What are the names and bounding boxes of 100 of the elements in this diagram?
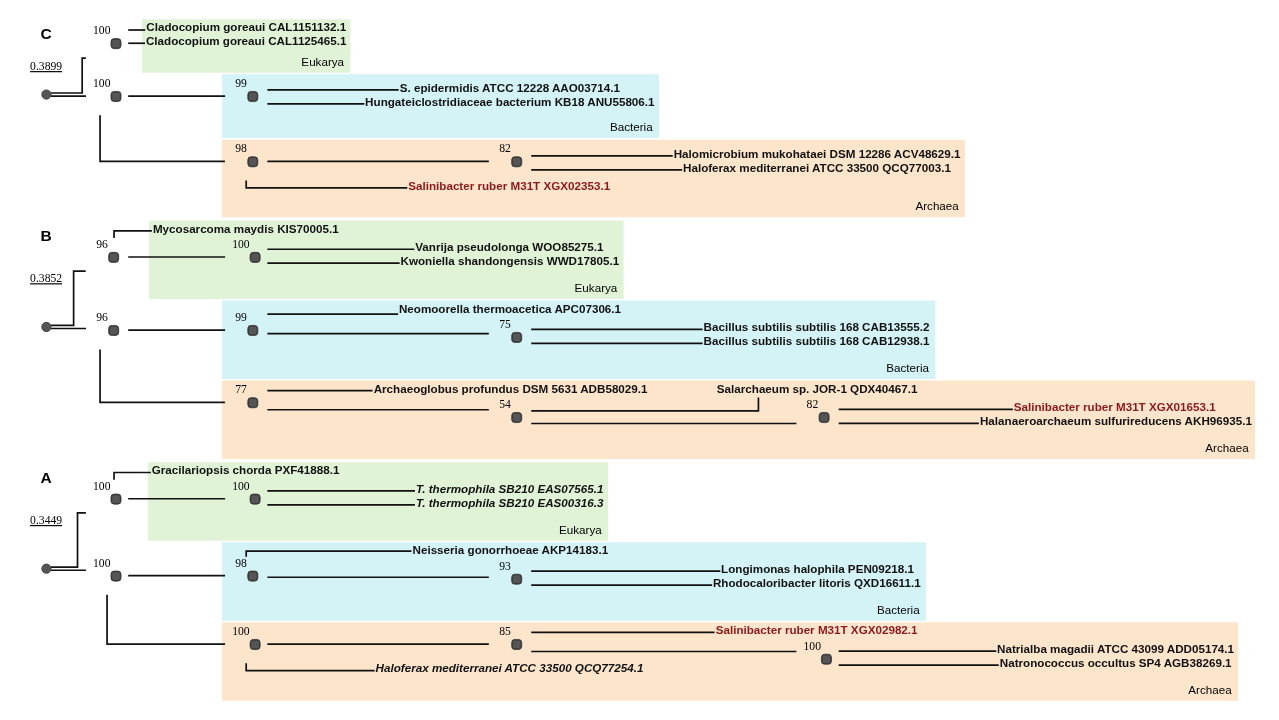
node-label: 96 xyxy=(96,311,108,325)
connector xyxy=(99,348,226,404)
node-text: Mycosarcoma maydis KIS70005.1 xyxy=(152,221,339,235)
connector xyxy=(530,342,704,345)
node-text: Hungateiclostridiaceae bacterium KB18 ANU55806.1 xyxy=(365,94,655,108)
node-label: 82 xyxy=(499,142,511,156)
connector xyxy=(266,504,416,506)
label: B xyxy=(40,227,52,245)
node-label: 98 xyxy=(235,556,247,570)
node-label: 100 xyxy=(803,639,821,653)
node-circle xyxy=(41,321,52,332)
node-label: 100 xyxy=(232,625,250,639)
node-label: 75 xyxy=(499,318,511,332)
node-text: S. epidermidis ATCC 12228 AAO03714.1 xyxy=(399,80,620,94)
node-text: T. thermophila SB210 EAS00316.3 xyxy=(416,495,604,509)
connector xyxy=(127,29,147,31)
connector xyxy=(127,256,226,258)
connector xyxy=(127,42,146,45)
node-label: 100 xyxy=(93,556,111,570)
node-text: Vanrija pseudolonga WOO85275.1 xyxy=(415,240,604,254)
node-text: Gracilariopsis chorda PXF41888.1 xyxy=(151,463,340,477)
connector xyxy=(266,160,490,163)
node-text: Rhodocaloribacter litoris QXD16611.1 xyxy=(712,575,921,589)
node-label: 93 xyxy=(499,559,511,573)
connector xyxy=(266,313,399,315)
node-text: T. thermophila SB210 EAS07565.1 xyxy=(416,481,604,495)
node-label: 99 xyxy=(235,77,247,91)
connector xyxy=(266,576,490,579)
connector xyxy=(530,570,722,572)
node-circle xyxy=(41,563,52,574)
connector xyxy=(530,328,704,331)
label: 0.3852 xyxy=(30,272,63,286)
connector xyxy=(127,574,226,577)
connector xyxy=(837,422,980,425)
connector xyxy=(266,490,416,492)
node-circle xyxy=(41,89,52,100)
node-text: Neisseria gonorrhoeae AKP14183.1 xyxy=(412,543,609,557)
connector xyxy=(50,57,87,94)
label: 0.3899 xyxy=(30,60,63,74)
node-label: 100 xyxy=(93,479,111,493)
connector xyxy=(530,396,760,412)
node-label: 96 xyxy=(96,238,108,252)
connector xyxy=(266,262,401,265)
connector xyxy=(530,650,798,653)
connector xyxy=(530,631,716,634)
label: C xyxy=(40,24,52,42)
connector xyxy=(530,169,683,171)
node-text: Halanaeroarchaeum sulfurireducens AKH96935.1 xyxy=(979,414,1252,428)
node-label: 85 xyxy=(499,625,511,639)
node-text: Longimonas halophila PEN09218.1 xyxy=(721,561,914,575)
node-label: 77 xyxy=(235,383,247,397)
node-label: 100 xyxy=(232,238,250,252)
node-text: Neomoorella thermoacetica APC07306.1 xyxy=(398,301,622,315)
connector xyxy=(113,229,153,239)
connector xyxy=(530,422,798,425)
connector xyxy=(266,408,490,411)
node-text: Salinibacter ruber M31T XGX01653.1 xyxy=(1013,400,1216,414)
connector xyxy=(99,114,226,163)
node-text: Halomicrobium mukohataei DSM 12286 ACV48629.1 xyxy=(673,146,961,160)
node-label: 99 xyxy=(235,311,247,325)
connector xyxy=(127,95,226,97)
label: A xyxy=(40,469,52,487)
node-text: Salinibacter ruber M31T XGX02982.1 xyxy=(715,623,918,637)
node-text: Salarchaeum sp. JOR-1 QDX40467.1 xyxy=(716,381,918,395)
node-text: Haloferax mediterranei ATCC 33500 QCQ77003.1 xyxy=(683,160,951,174)
connector xyxy=(837,650,998,652)
node-label: 82 xyxy=(806,398,819,412)
node-text: Archaeoglobus profundus DSM 5631 ADB58029.1 xyxy=(373,381,648,395)
connector xyxy=(127,497,226,500)
node-text: Bacillus subtilis subtilis 168 CAB13555.2 xyxy=(703,320,930,334)
connector xyxy=(50,95,87,97)
connector xyxy=(266,103,366,105)
node-label: 98 xyxy=(235,142,247,156)
label: 0.3449 xyxy=(30,514,63,528)
node-label: 100 xyxy=(93,24,111,38)
connector xyxy=(266,332,490,335)
node-text: Kwoniella shandongensis WWD17805.1 xyxy=(400,254,620,268)
node-label: 100 xyxy=(93,77,111,91)
connector xyxy=(50,327,87,330)
connector xyxy=(106,593,226,645)
connector xyxy=(266,248,416,251)
connector xyxy=(127,329,226,331)
node-text: Natronococcus occultus SP4 AGB38269.1 xyxy=(999,656,1232,670)
node-text: Bacillus subtilis subtilis 168 CAB12938.1 xyxy=(703,334,930,348)
connector xyxy=(266,389,374,392)
connector xyxy=(113,471,152,481)
connector xyxy=(530,584,713,586)
node-text: Cladocopium goreaui CAL1125465.1 xyxy=(145,34,347,48)
connector xyxy=(530,155,674,157)
node-text: Cladocopium goreaui CAL1151132.1 xyxy=(146,20,347,34)
connector xyxy=(266,643,490,645)
node-text: Natrialba magadii ATCC 43099 ADD05174.1 xyxy=(997,642,1235,656)
node-text: Haloferax mediterranei ATCC 33500 QCQ77254.1 xyxy=(375,661,644,675)
connector xyxy=(50,569,87,572)
connector xyxy=(266,89,400,91)
connector xyxy=(837,664,1000,666)
node-label: 100 xyxy=(232,479,250,493)
node-label: 54 xyxy=(499,398,511,412)
connector xyxy=(837,408,1014,411)
node-text: Salinibacter ruber M31T XGX02353.1 xyxy=(408,178,611,192)
